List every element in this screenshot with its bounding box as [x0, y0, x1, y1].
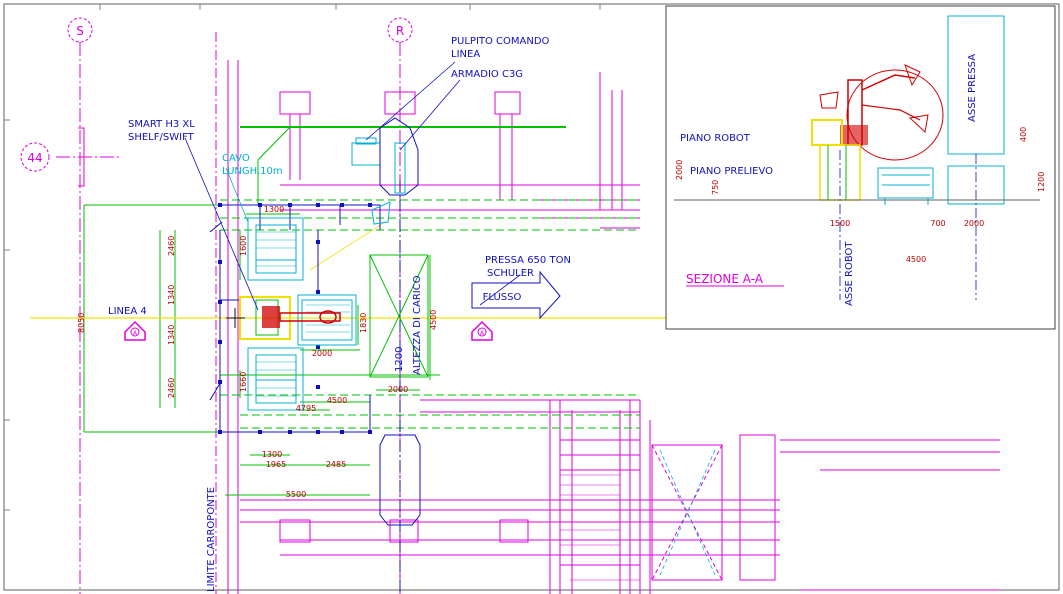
- dim-2485: 2485: [326, 460, 346, 469]
- dim-1965: 1965: [266, 460, 286, 469]
- sec-dim-400: 400: [1019, 127, 1028, 142]
- robot-plan: [226, 296, 341, 340]
- drawing-frame: [3, 3, 1060, 591]
- sec-dim-2000: 2000: [675, 160, 684, 180]
- sec-dim-700: 700: [930, 219, 945, 228]
- label-smart-2: SHELF/SWIFT: [128, 132, 195, 143]
- section-marker-right: [471, 320, 493, 341]
- grid-label-44: 44: [27, 151, 42, 165]
- dim-1660: 1660: [239, 372, 248, 392]
- dim-4500-press: 4500: [429, 310, 438, 330]
- label-altezza: ALTEZZA DI CARICO: [412, 275, 423, 375]
- dim-1300-bottom: 1300: [262, 450, 282, 459]
- sec-dim-4500: 4500: [906, 255, 926, 264]
- flow-arrow: [471, 270, 561, 320]
- section-table: [877, 167, 934, 205]
- label-cavo-1: CAVO: [222, 153, 250, 164]
- pit-hatching: [560, 474, 640, 581]
- dim-4500-fence: 4500: [327, 396, 347, 405]
- dim-4795: 4795: [296, 404, 316, 413]
- dim-1600: 1600: [239, 236, 248, 256]
- dim-1300-top: 1300: [264, 205, 284, 214]
- press-loading-area: [369, 254, 429, 378]
- dim-2000-press: 2000: [388, 385, 408, 394]
- shelf-hatching: [256, 231, 350, 397]
- label-pulpito-2: LINEA: [451, 49, 480, 60]
- label-piano-prelievo: PIANO PRELIEVO: [690, 166, 773, 177]
- fence-posts: [218, 203, 372, 434]
- dim-2000-table: 2000: [312, 349, 332, 358]
- sec-dim-1500: 1500: [830, 219, 850, 228]
- sec-dim-2000-b: 2000: [964, 219, 984, 228]
- section-marker-left-label: A: [133, 330, 138, 337]
- green-structure: [83, 126, 640, 496]
- dim-1830: 1830: [359, 313, 368, 333]
- label-cavo-2: LUNGH.10m: [222, 166, 283, 177]
- label-armadio: ARMADIO C3G: [451, 69, 523, 80]
- grid-label-r: R: [396, 24, 404, 38]
- label-pulpito-1: PULPITO COMANDO: [451, 36, 550, 47]
- dim-1340-bottom: 1340: [167, 325, 176, 345]
- label-asse-robot: ASSE ROBOT: [844, 241, 855, 306]
- label-piano-robot: PIANO ROBOT: [680, 133, 751, 144]
- dim-5500: 5500: [286, 490, 306, 499]
- grid-bubbles: [20, 17, 413, 187]
- grid-label-s: S: [76, 24, 84, 38]
- dim-2460-top: 2460: [167, 236, 176, 256]
- label-altezza-value: 1200: [394, 347, 405, 372]
- dim-1340-top: 1340: [167, 285, 176, 305]
- pit-cross: [659, 449, 716, 576]
- section-title: SEZIONE A-A: [686, 272, 764, 286]
- dim-2460-bottom: 2460: [167, 378, 176, 398]
- label-smart-1: SMART H3 XL: [128, 119, 195, 130]
- section-robot: [811, 64, 944, 300]
- flow-label: FLUSSO: [483, 292, 522, 303]
- label-limite: LIMITE CARROPONTE: [206, 487, 217, 592]
- leader-lines: [184, 61, 521, 311]
- cable-leader: [225, 167, 249, 223]
- section-marker-right-label: A: [480, 330, 485, 337]
- press-axis: [379, 117, 421, 594]
- section-marker-left: [124, 320, 146, 341]
- sec-dim-1200: 1200: [1037, 172, 1046, 192]
- cable-line: [309, 221, 386, 271]
- building-structure: [215, 32, 1000, 594]
- sec-dim-750: 750: [711, 180, 720, 195]
- label-pressa-2: SCHULER: [487, 268, 534, 279]
- cyan-equipment: [247, 137, 406, 411]
- label-linea: LINEA 4: [108, 306, 147, 317]
- dim-8050: 8050: [77, 313, 86, 333]
- label-pressa-1: PRESSA 650 TON: [485, 255, 571, 266]
- label-asse-pressa: ASSE PRESSA: [967, 54, 978, 122]
- frame-ticks: [4, 4, 601, 511]
